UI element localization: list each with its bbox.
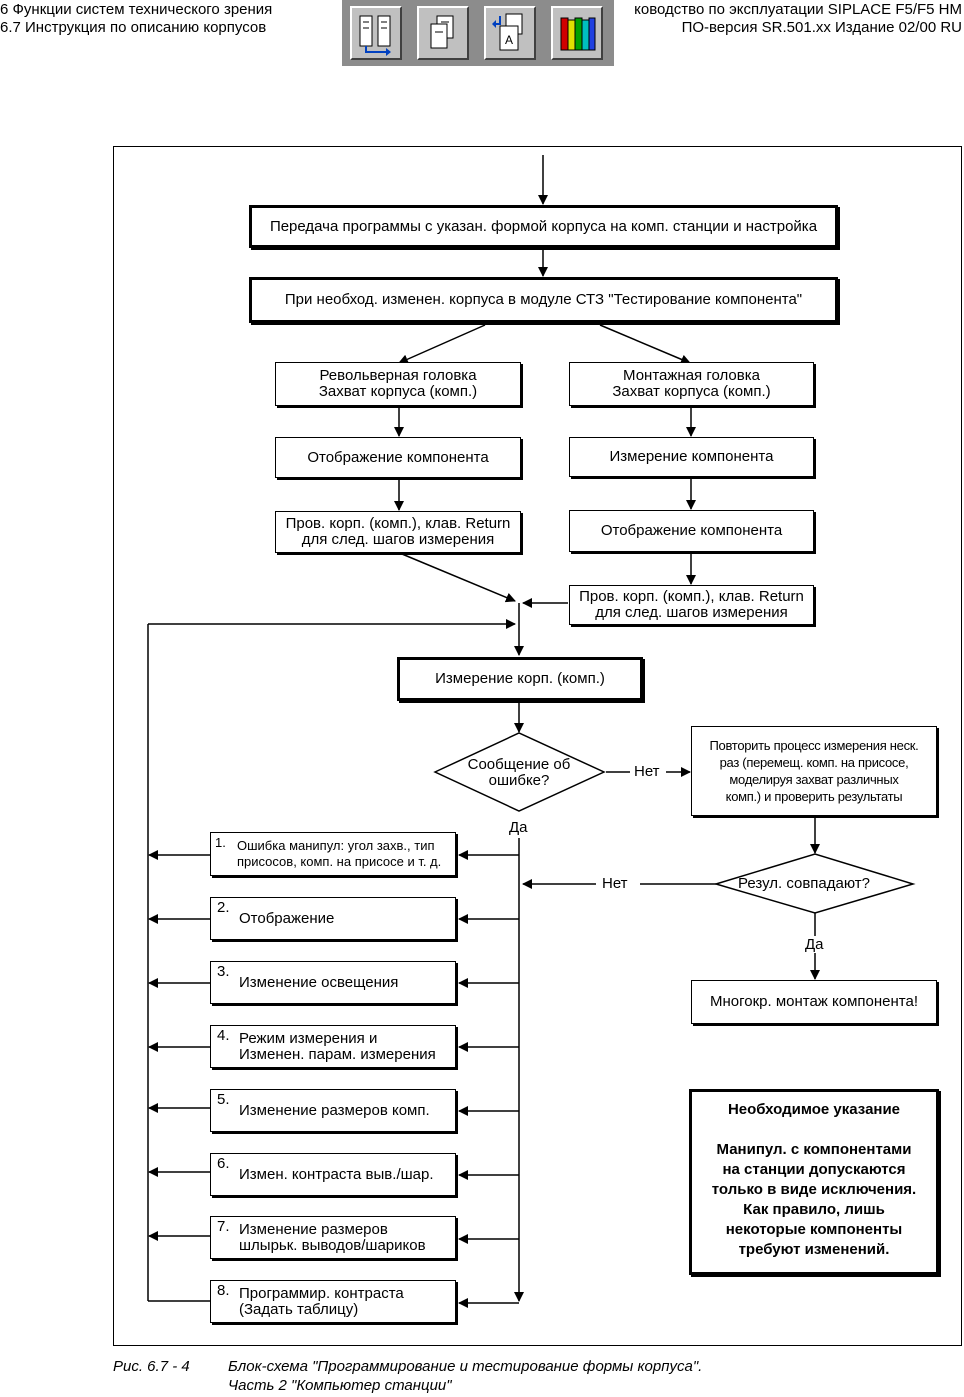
no-label-2: Нет [602, 875, 628, 892]
books-icon[interactable] [551, 6, 603, 60]
step-6-box: 6. Измен. контраста выв./шар. [210, 1153, 456, 1196]
match-decision-diamond [713, 853, 916, 914]
check-right-box: Пров. корп. (комп.), клав. Return для сл… [569, 585, 814, 625]
step-5-number: 5. [217, 1091, 230, 1108]
yes-label-2: Да [805, 936, 824, 953]
step-8-number: 8. [217, 1282, 230, 1299]
revolver-head-box: Револьверная головка Захват корпуса (ком… [275, 362, 521, 406]
step-4-text: Режим измерения и Изменен. парам. измере… [239, 1029, 436, 1063]
step-6-number: 6. [217, 1155, 230, 1172]
figure-number: Рис. 6.7 - 4 [113, 1358, 190, 1375]
figure-caption-line2: Часть 2 "Компьютер станции" [228, 1377, 452, 1394]
manual-title: ководство по эксплуатации SIPLACE F5/F5 … [634, 1, 962, 18]
step-1-number: 1. [215, 835, 226, 850]
measure-right-box: Измерение компонента [569, 437, 814, 477]
figure-frame [113, 146, 962, 1346]
display-left-box: Отображение компонента [275, 437, 521, 478]
step-7-text: Изменение размеров шлырьк. выводов/шарик… [239, 1220, 426, 1254]
step-3-text: Изменение освещения [239, 973, 399, 991]
version-info: ПО-версия SR.501.xx Издание 02/00 RU [681, 19, 962, 36]
error-decision-diamond [433, 732, 606, 812]
multiple-mount-box: Многокр. монтаж компонента! [691, 980, 937, 1024]
page-back-icon[interactable]: A [484, 6, 536, 60]
step-7-box: 7. Изменение размеров шлырьк. выводов/ша… [210, 1216, 456, 1259]
step-3-box: 3. Изменение освещения [210, 961, 456, 1004]
step-1-box: 1. Ошибка манипул: угол захв., тип присо… [210, 832, 456, 876]
page-copy-icon[interactable] [417, 6, 469, 60]
measure-package-box: Измерение корп. (комп.) [397, 657, 643, 701]
figure-caption-line1: Блок-схема "Программирование и тестирова… [228, 1358, 703, 1375]
step-3-number: 3. [217, 963, 230, 980]
repeat-measure-box: Повторить процесс измерения неск. раз (п… [691, 726, 937, 816]
yes-label-1: Да [509, 819, 528, 836]
step-8-box: 8. Программир. контраста (Задать таблицу… [210, 1280, 456, 1323]
step-1-text: Ошибка манипул: угол захв., тип присосов… [237, 838, 442, 869]
chapter-title: 6 Функции систем технического зрения [0, 1, 273, 18]
step-4-number: 4. [217, 1027, 230, 1044]
no-label-1: Нет [634, 763, 660, 780]
step-6-text: Измен. контраста выв./шар. [239, 1165, 434, 1183]
match-question-label: Резул. совпадают? [738, 875, 870, 892]
check-left-box: Пров. корп. (комп.), клав. Return для сл… [275, 511, 521, 553]
transfer-program-box: Передача программы с указан. формой корп… [249, 205, 838, 248]
step-7-number: 7. [217, 1218, 230, 1235]
chapter-tree-icon[interactable] [350, 6, 402, 60]
step-2-number: 2. [217, 899, 230, 916]
step-2-text: Отображение [239, 909, 335, 927]
change-package-box: При необход. изменен. корпуса в модуле С… [249, 277, 838, 323]
mount-head-box: Монтажная головка Захват корпуса (комп.) [569, 362, 814, 406]
display-right-box: Отображение компонента [569, 510, 814, 552]
note-title: Необходимое указание [727, 1101, 901, 1118]
section-title: 6.7 Инструкция по описанию корпусов [0, 19, 267, 36]
step-8-text: Программир. контраста (Задать таблицу) [239, 1284, 404, 1318]
important-note-box: Необходимое указание Манипул. с компонен… [689, 1089, 939, 1275]
step-5-text: Изменение размеров комп. [239, 1101, 430, 1119]
navigation-toolbar: A [342, 0, 614, 66]
error-question-label: Сообщение об ошибке? [467, 756, 571, 789]
step-2-box: 2. Отображение [210, 897, 456, 940]
note-body: Манипул. с компонентами на станции допус… [711, 1141, 917, 1258]
step-4-box: 4. Режим измерения и Изменен. парам. изм… [210, 1025, 456, 1068]
step-5-box: 5. Изменение размеров комп. [210, 1089, 456, 1132]
svg-text:A: A [505, 33, 513, 47]
